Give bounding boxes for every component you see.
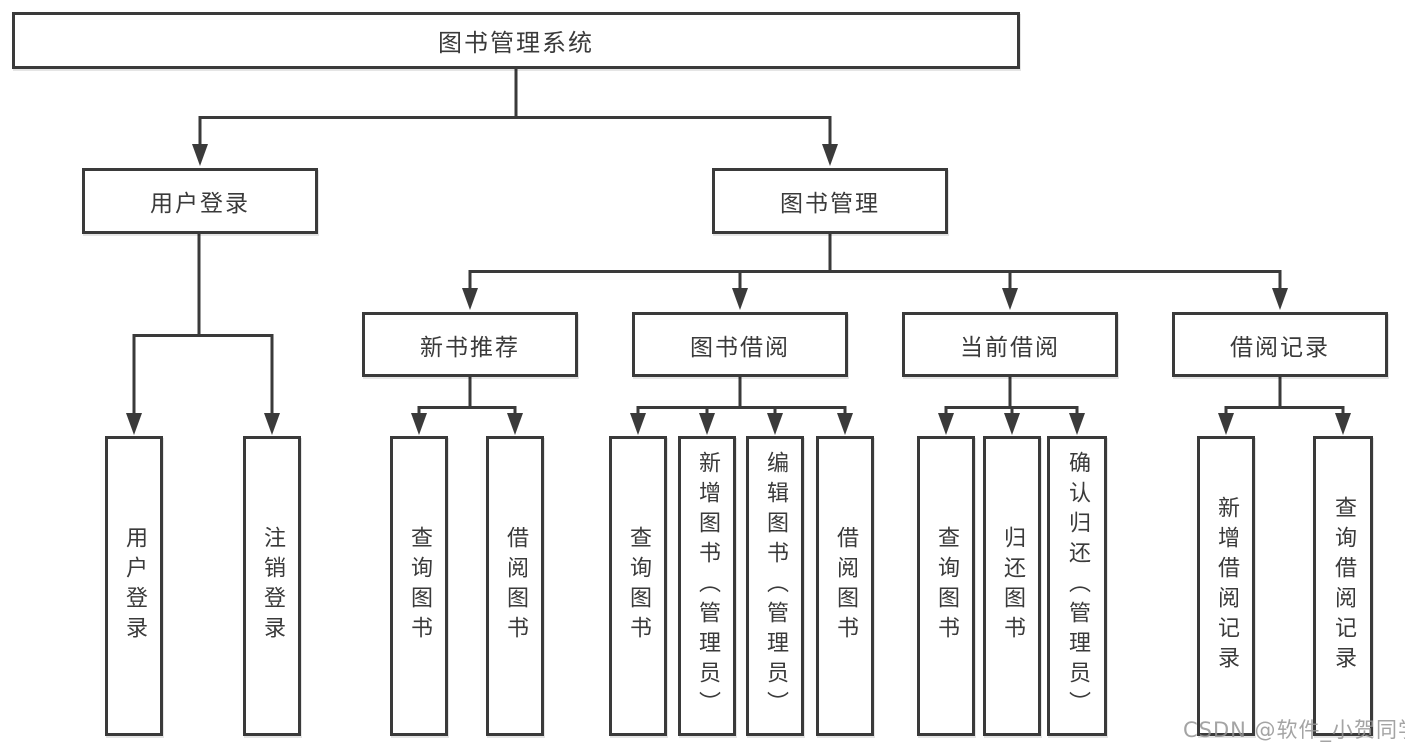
leaf-confirm-return-admin: 确认归还（管理员） (1047, 436, 1107, 736)
node-book-management: 图书管理 (712, 168, 948, 234)
leaf-recommend-borrow-books: 借阅图书 (486, 436, 544, 736)
node-book-borrow: 图书借阅 (632, 312, 848, 377)
leaf-user-login: 用户登录 (105, 436, 163, 736)
node-library-system: 图书管理系统 (12, 12, 1020, 69)
leaf-query-borrow-record: 查询借阅记录 (1313, 436, 1373, 736)
node-current-borrow: 当前借阅 (902, 312, 1118, 377)
node-borrow-records: 借阅记录 (1172, 312, 1388, 377)
leaf-borrow-query-books: 查询图书 (609, 436, 667, 736)
leaf-add-books-admin: 新增图书（管理员） (678, 436, 736, 736)
leaf-borrow-books: 借阅图书 (816, 436, 874, 736)
leaf-return-books: 归还图书 (983, 436, 1041, 736)
leaf-recommend-query-books: 查询图书 (390, 436, 448, 736)
leaf-edit-books-admin: 编辑图书（管理员） (746, 436, 804, 736)
leaf-logout: 注销登录 (243, 436, 301, 736)
csdn-watermark: CSDN @软件_小贺同学 (1183, 718, 1405, 742)
leaf-add-borrow-record: 新增借阅记录 (1197, 436, 1255, 736)
node-new-book-recommend: 新书推荐 (362, 312, 578, 377)
node-user-login: 用户登录 (82, 168, 318, 234)
leaf-current-query-books: 查询图书 (917, 436, 975, 736)
